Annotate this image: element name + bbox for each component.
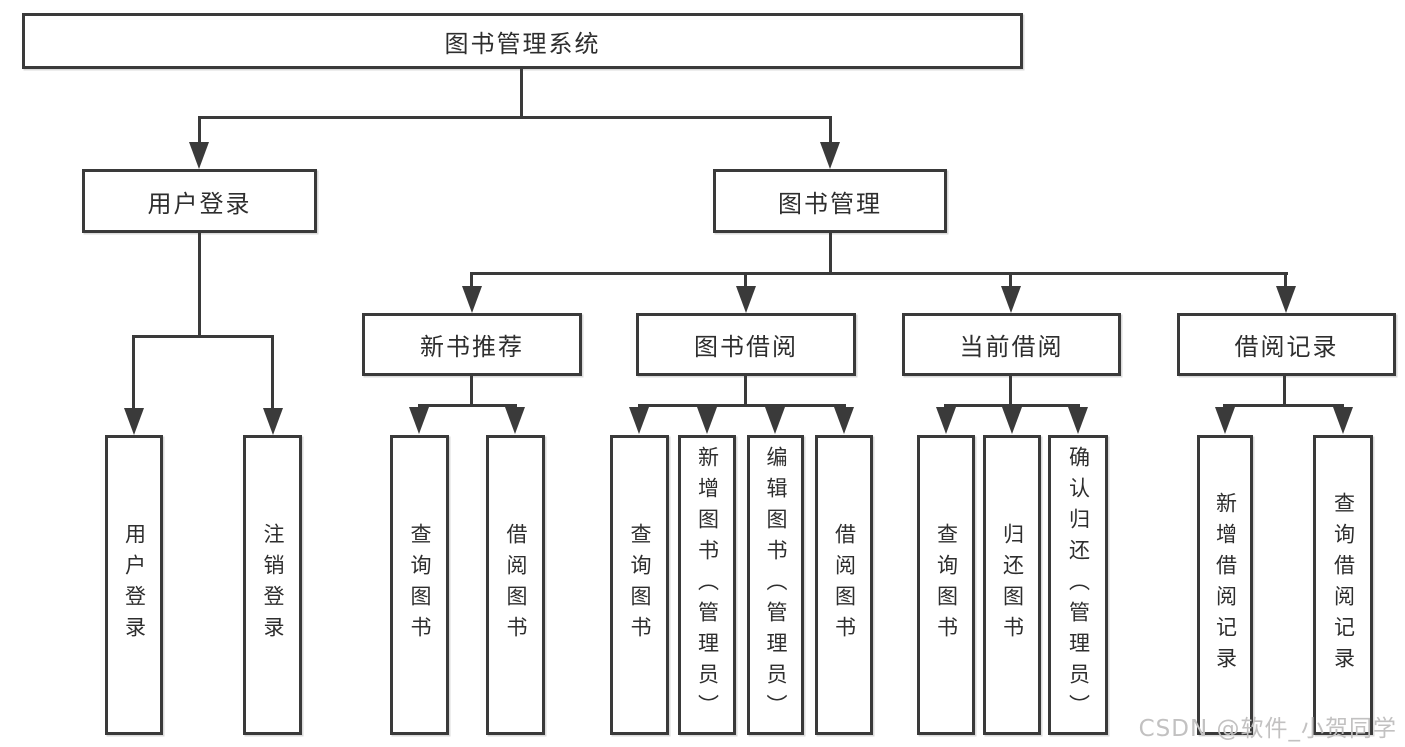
- node-book-management: 图书管理: [713, 169, 947, 233]
- arrowhead-borrowing-records: [1276, 286, 1296, 313]
- arrowhead-current-borrowing: [1001, 286, 1021, 313]
- connector-to-leaf-user-login: [132, 335, 135, 411]
- connector-user-login-stem: [198, 233, 201, 338]
- arrowhead-leaf-borrow-books-1: [505, 407, 525, 434]
- connector-root-stem: [520, 69, 523, 117]
- arrowhead-leaf-edit-books: [765, 407, 785, 434]
- arrowhead-leaf-user-login: [124, 408, 144, 435]
- leaf-query-borrow-record: 查询借阅记录: [1313, 435, 1373, 735]
- arrowhead-leaf-query-books-3: [936, 407, 956, 434]
- connector-book-management-stem: [829, 233, 832, 275]
- leaf-add-books-admin: 新增图书（管理员）: [678, 435, 736, 735]
- leaf-add-borrow-record: 新增借阅记录: [1197, 435, 1253, 735]
- connector-to-book-borrowing: [744, 272, 747, 288]
- node-borrowing-records: 借阅记录: [1177, 313, 1396, 376]
- arrowhead-leaf-add-books: [697, 407, 717, 434]
- leaf-borrow-books-1: 借阅图书: [486, 435, 545, 735]
- arrowhead-leaf-query-borrow-record: [1333, 407, 1353, 434]
- leaf-borrow-books-2: 借阅图书: [815, 435, 873, 735]
- connector-root-crossbar: [198, 116, 832, 119]
- arrowhead-user-login: [189, 142, 209, 169]
- connector-to-leaf-logout: [271, 335, 274, 411]
- connector-to-book-management: [829, 116, 832, 146]
- node-current-borrowing: 当前借阅: [902, 313, 1121, 376]
- connector-borrowing-records-crossbar: [1223, 404, 1344, 407]
- connector-new-book-recommend-stem: [470, 376, 473, 406]
- node-label: 借阅图书: [504, 523, 529, 647]
- arrowhead-leaf-borrow-books-2: [834, 407, 854, 434]
- node-label: 查询借阅记录: [1331, 492, 1356, 678]
- connector-borrowing-records-stem: [1283, 376, 1286, 406]
- leaf-logout: 注销登录: [243, 435, 302, 735]
- arrowhead-leaf-confirm-return: [1068, 407, 1088, 434]
- connector-book-borrowing-stem: [744, 376, 747, 406]
- arrowhead-leaf-logout: [263, 408, 283, 435]
- node-label: 图书管理: [778, 189, 882, 218]
- connector-to-user-login: [198, 116, 201, 146]
- leaf-query-books-2: 查询图书: [610, 435, 669, 735]
- node-user-login: 用户登录: [82, 169, 317, 233]
- leaf-edit-books-admin: 编辑图书（管理员）: [747, 435, 804, 735]
- connector-user-login-crossbar: [132, 335, 274, 338]
- connector-current-borrowing-stem: [1009, 376, 1012, 406]
- node-book-borrowing: 图书借阅: [636, 313, 856, 376]
- leaf-query-books-1: 查询图书: [390, 435, 449, 735]
- connector-new-book-recommend-crossbar: [418, 404, 517, 407]
- node-library-management-system: 图书管理系统: [22, 13, 1023, 69]
- node-label: 新增图书（管理员）: [695, 445, 720, 725]
- leaf-return-books: 归还图书: [983, 435, 1041, 735]
- node-label: 图书借阅: [694, 333, 798, 361]
- connector-book-borrowing-crossbar: [638, 404, 846, 407]
- node-new-book-recommend: 新书推荐: [362, 313, 582, 376]
- connector-current-borrowing-crossbar: [944, 404, 1080, 407]
- node-label: 归还图书: [1000, 523, 1025, 647]
- connector-book-management-crossbar: [470, 272, 1288, 275]
- arrowhead-leaf-return-books: [1002, 407, 1022, 434]
- leaf-user-login: 用户登录: [105, 435, 163, 735]
- node-label: 注销登录: [261, 523, 286, 647]
- node-label: 查询图书: [408, 523, 433, 647]
- node-label: 确认归还（管理员）: [1066, 445, 1091, 725]
- arrowhead-leaf-add-borrow-record: [1215, 407, 1235, 434]
- leaf-query-books-3: 查询图书: [917, 435, 975, 735]
- node-label: 查询图书: [628, 523, 653, 647]
- watermark: CSDN @软件_小贺同学: [1138, 716, 1397, 742]
- node-label: 借阅图书: [832, 523, 857, 647]
- leaf-confirm-return-admin: 确认归还（管理员）: [1048, 435, 1108, 735]
- node-label: 用户登录: [147, 189, 252, 218]
- node-label: 新增借阅记录: [1213, 492, 1238, 678]
- node-label: 图书管理系统: [444, 29, 601, 58]
- node-label: 当前借阅: [959, 333, 1064, 361]
- node-label: 新书推荐: [420, 333, 524, 361]
- connector-to-new-book-recommend: [470, 272, 473, 288]
- connector-to-current-borrowing: [1009, 272, 1012, 288]
- node-label: 借阅记录: [1234, 333, 1339, 361]
- arrowhead-leaf-query-books-1: [409, 407, 429, 434]
- node-label: 查询图书: [934, 523, 959, 647]
- arrowhead-leaf-query-books-2: [629, 407, 649, 434]
- connector-to-borrowing-records: [1284, 272, 1287, 288]
- arrowhead-new-book-recommend: [462, 286, 482, 313]
- arrowhead-book-management: [820, 142, 840, 169]
- node-label: 编辑图书（管理员）: [764, 445, 789, 725]
- node-label: 用户登录: [122, 523, 147, 647]
- arrowhead-book-borrowing: [736, 286, 756, 313]
